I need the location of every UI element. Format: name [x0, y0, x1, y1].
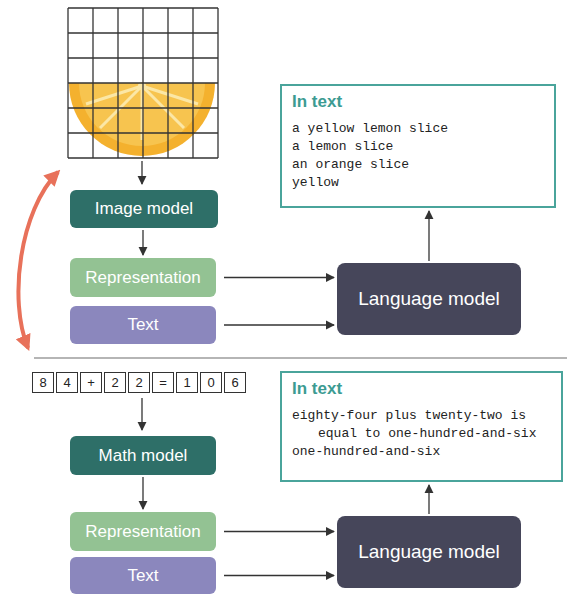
box-label: Image model [95, 199, 193, 219]
token-cell: 1 [176, 372, 198, 393]
box-label: Representation [85, 522, 200, 542]
language-model-box: Language model [337, 516, 521, 588]
output-box: In text eighty-four plus twenty-two is eq… [280, 371, 563, 482]
pixel-grid [68, 8, 218, 158]
input-arrow [141, 398, 142, 430]
output-line: a yellow lemon slice [292, 120, 544, 138]
token-cell: + [80, 372, 102, 393]
output-line: a lemon slice [292, 138, 544, 156]
token-cell: 2 [128, 372, 150, 393]
output-line: an orange slice [292, 156, 544, 174]
input-arrow [141, 161, 142, 184]
separator [34, 357, 567, 359]
box-heading: In text [292, 379, 551, 399]
box-label: Text [127, 566, 158, 586]
box-label: Representation [85, 268, 200, 288]
connector-arrow [428, 485, 429, 514]
token-cell: 8 [32, 372, 54, 393]
token-cell: 6 [224, 372, 246, 393]
text-box: Text [70, 306, 216, 344]
connector-arrow [224, 324, 334, 325]
token-cell: 4 [56, 372, 78, 393]
connector-arrow [224, 575, 334, 576]
language-model-box: Language model [337, 263, 521, 335]
box-label: Math model [99, 446, 188, 466]
model-box: Math model [70, 436, 216, 475]
analogy-arrow [18, 172, 58, 348]
connector-arrow [142, 477, 143, 509]
token-cell: 2 [104, 372, 126, 393]
output-box: In text a yellow lemon slicea lemon slice… [280, 84, 556, 208]
text-box: Text [70, 557, 216, 594]
box-label: Language model [358, 288, 500, 310]
output-line: yellow [292, 174, 544, 192]
connector-arrow [224, 531, 334, 532]
output-line: one-hundred-and-six [292, 443, 551, 461]
representation-box: Representation [70, 512, 216, 551]
token-row: 84+22=106 [32, 372, 246, 393]
output-line: eighty-four plus twenty-two is equal to … [292, 407, 551, 443]
box-label: Language model [358, 541, 500, 563]
connector-arrow [224, 277, 334, 278]
representation-box: Representation [70, 258, 216, 297]
model-box: Image model [70, 190, 218, 228]
box-label: Text [127, 315, 158, 335]
token-cell: 0 [200, 372, 222, 393]
connector-arrow [142, 230, 143, 255]
box-heading: In text [292, 92, 544, 112]
token-cell: = [152, 372, 174, 393]
connector-arrow [428, 211, 429, 261]
